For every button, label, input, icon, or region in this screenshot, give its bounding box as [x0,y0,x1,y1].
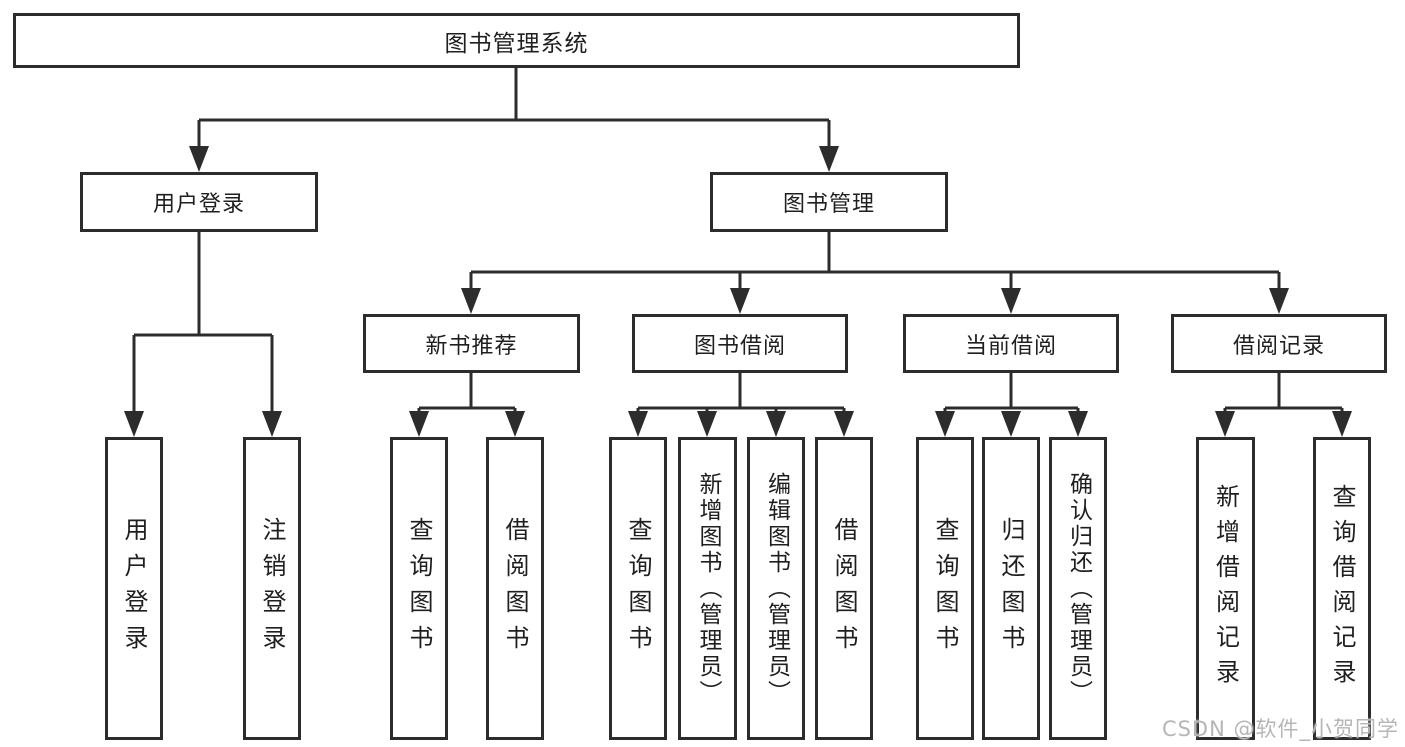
leaf-label: 查询图书 [624,516,652,661]
leaf-borrowing-borrow-books: 借阅图书 [815,437,873,740]
leaf-add-book-admin: 新增图书（管理员） [678,437,737,740]
leaf-query-borrow-record: 查询借阅记录 [1313,437,1371,740]
node-label: 用户登录 [152,192,245,217]
leaf-label: 注销登录 [258,516,286,661]
node-library-system: 图书管理系统 [13,13,1020,68]
arrowheads [124,146,1352,437]
leaf-label: 新增借阅记录 [1211,483,1240,694]
leaf-add-borrow-record: 新增借阅记录 [1196,437,1255,740]
leaf-label: 查询借阅记录 [1328,483,1356,694]
leaf-label: 借阅图书 [830,516,858,661]
leaf-label: 编辑图书（管理员） [763,471,790,706]
leaf-logout: 注销登录 [243,437,301,740]
node-current-borrowing: 当前借阅 [903,314,1119,373]
node-book-borrowing: 图书借阅 [632,314,848,373]
csdn-watermark: CSDN @软件_小贺同学 [1161,717,1399,741]
leaf-return-books: 归还图书 [982,437,1040,740]
node-book-management: 图书管理 [710,172,948,232]
leaf-label: 查询图书 [931,516,959,661]
leaf-newbook-query-books: 查询图书 [390,437,448,740]
node-label: 图书管理系统 [444,30,589,57]
leaf-borrowing-query-books: 查询图书 [609,437,667,740]
leaf-label: 新增图书（管理员） [695,471,721,706]
leaf-label: 用户登录 [120,516,148,661]
leaf-edit-book-admin: 编辑图书（管理员） [747,437,805,740]
node-label: 当前借阅 [964,333,1057,359]
leaf-label: 借阅图书 [501,516,529,661]
node-label: 图书管理 [782,192,875,217]
leaf-newbook-borrow-books: 借阅图书 [486,437,544,740]
leaf-label: 查询图书 [405,516,433,661]
node-label: 新书推荐 [425,333,518,359]
node-label: 借阅记录 [1232,333,1325,359]
leaf-current-query-books: 查询图书 [916,437,974,740]
leaf-label: 归还图书 [997,516,1025,661]
node-label: 图书借阅 [693,333,786,359]
leaf-user-login: 用户登录 [105,437,163,740]
node-borrow-records: 借阅记录 [1171,314,1387,373]
node-new-book-recommend: 新书推荐 [363,314,580,373]
leaf-confirm-return-admin: 确认归还（管理员） [1049,437,1107,740]
leaf-label: 确认归还（管理员） [1065,471,1092,706]
node-user-login: 用户登录 [80,172,318,232]
